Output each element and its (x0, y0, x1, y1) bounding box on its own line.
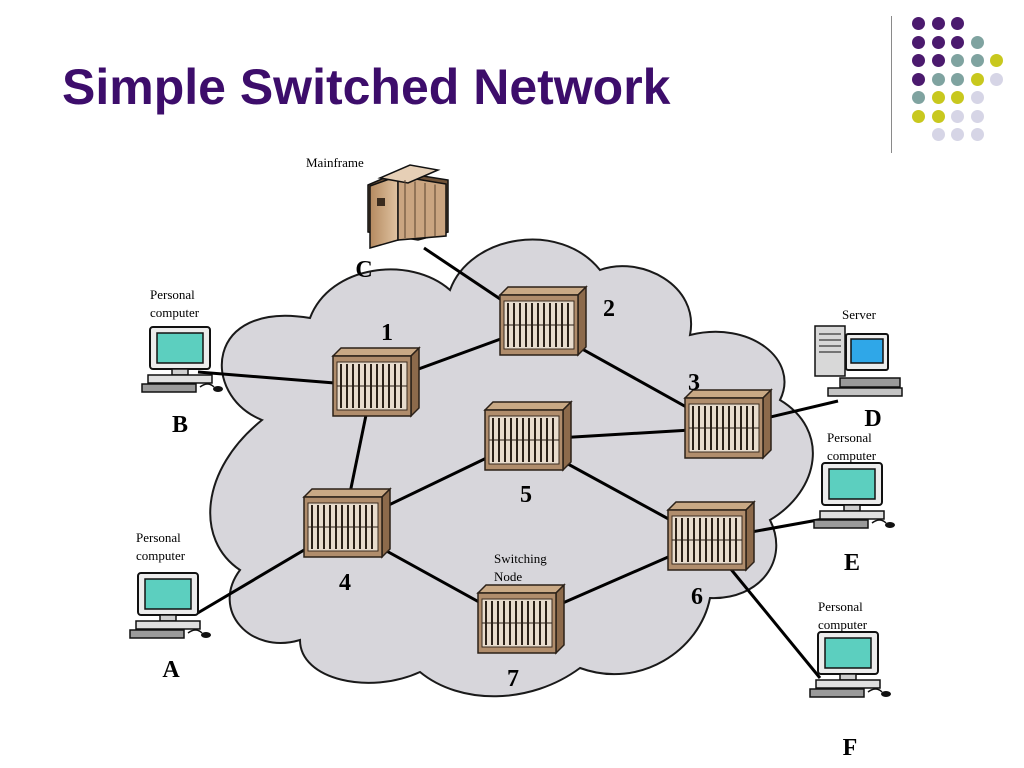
decorative-dot (970, 109, 984, 123)
decorative-dot (931, 109, 945, 123)
node-number-2: 2 (603, 296, 615, 322)
station-a-caption: computer (136, 548, 186, 563)
switching-node-7-icon (476, 583, 566, 655)
decorative-dot (951, 128, 964, 141)
decorative-dot (931, 35, 945, 49)
personal-computer-e-icon (813, 462, 895, 529)
decorative-dot (912, 91, 925, 104)
station-f-caption: computer (818, 617, 868, 632)
decorative-dot (912, 17, 925, 30)
station-e-caption: Personal (827, 430, 872, 445)
decorative-dot (931, 72, 945, 86)
station-e-caption: computer (827, 448, 877, 463)
personal-computer-a-icon (129, 572, 211, 639)
station-b-letter: B (172, 412, 188, 438)
decorative-dot (951, 72, 964, 86)
decorative-dot (912, 72, 925, 86)
personal-computer-b-icon (141, 326, 223, 393)
station-c-caption: Mainframe (306, 155, 364, 170)
decorative-dot (951, 54, 964, 67)
decorative-dot (912, 35, 925, 49)
decorative-dot (931, 54, 945, 67)
station-f-caption: Personal (818, 599, 863, 614)
decorative-dot (951, 35, 964, 49)
decorative-dot (912, 54, 925, 67)
station-c-letter: C (355, 257, 372, 283)
title-divider (891, 16, 892, 153)
diagram-labels: 1234567SwitchingNodePersonalcomputerAPer… (136, 155, 882, 761)
decorative-dot (931, 128, 945, 141)
station-a-caption: Personal (136, 530, 181, 545)
decorative-dot (970, 128, 984, 141)
decorative-dot (970, 91, 984, 104)
switching-nodes (302, 285, 773, 655)
switching-node-3-icon (683, 388, 773, 460)
slide-title: Simple Switched Network (62, 59, 671, 115)
station-e-letter: E (844, 550, 860, 576)
decorative-dot (970, 54, 984, 67)
mainframe-c-icon (367, 164, 449, 249)
decorative-dot (990, 54, 1003, 67)
switching-node-1-icon (331, 346, 421, 418)
node-number-6: 6 (691, 584, 703, 610)
server-d-icon (814, 325, 903, 397)
decorative-dot (951, 91, 964, 104)
decorative-dot (931, 91, 945, 104)
switching-node-caption-line: Node (494, 569, 522, 584)
station-a-letter: A (162, 657, 180, 683)
node-number-1: 1 (381, 320, 393, 346)
node-number-4: 4 (339, 570, 351, 596)
decorative-dot (970, 72, 984, 86)
station-f-letter: F (843, 735, 858, 761)
end-stations (129, 164, 903, 698)
node-number-5: 5 (520, 482, 532, 508)
switching-node-6-icon (666, 500, 756, 572)
decorative-dot (990, 72, 1003, 86)
decorative-dot (931, 17, 945, 30)
switching-node-4-icon (302, 487, 392, 559)
switching-node-5-icon (483, 400, 573, 472)
node-number-7: 7 (507, 666, 519, 692)
station-b-caption: computer (150, 305, 200, 320)
decorative-dot (912, 109, 925, 123)
decorative-dot (970, 35, 984, 49)
station-d-caption: Server (842, 307, 877, 322)
station-b-caption: Personal (150, 287, 195, 302)
station-d-letter: D (864, 406, 881, 432)
decorative-dot (951, 109, 964, 123)
node-number-3: 3 (688, 370, 700, 396)
decorative-dot (951, 17, 964, 30)
switching-node-2-icon (498, 285, 588, 357)
personal-computer-f-icon (809, 631, 891, 698)
switching-node-caption-line: Switching (494, 551, 547, 566)
